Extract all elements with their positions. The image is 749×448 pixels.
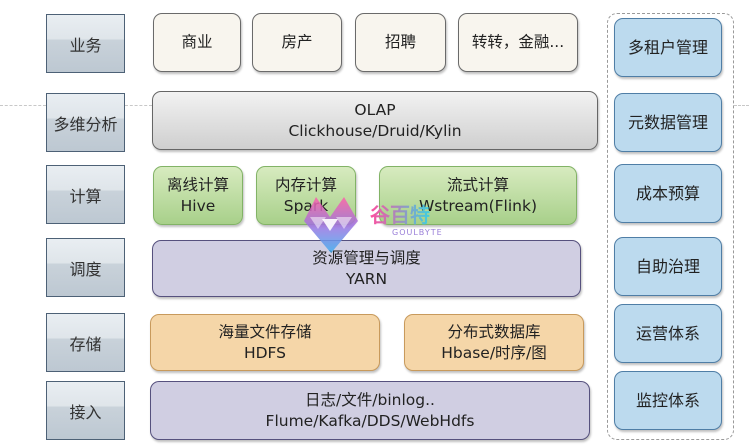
layer-label-storage: 存储	[46, 313, 125, 372]
compute-box-offline[interactable]: 离线计算 Hive	[153, 166, 243, 225]
storage-subtitle: HDFS	[243, 343, 287, 362]
business-box-commerce[interactable]: 商业	[153, 13, 241, 72]
side-text: 运营体系	[635, 324, 700, 343]
watermark-subtext: GOULBYTE	[392, 228, 443, 237]
olap-subtitle: Clickhouse/Druid/Kylin	[288, 121, 462, 140]
olap-box[interactable]: OLAP Clickhouse/Druid/Kylin	[152, 91, 598, 150]
layer-label-olap: 多维分析	[46, 93, 125, 152]
layer-label-schedule: 调度	[46, 238, 125, 297]
schedule-title: 资源管理与调度	[312, 248, 421, 267]
box-text: 房产	[281, 33, 313, 51]
business-box-finance[interactable]: 转转，金融...	[458, 13, 578, 72]
business-box-recruit[interactable]: 招聘	[355, 13, 446, 72]
schedule-subtitle: YARN	[345, 269, 388, 288]
storage-title: 海量文件存储	[218, 322, 312, 341]
box-text: 转转，金融...	[471, 33, 565, 51]
layer-label-business: 业务	[46, 14, 125, 73]
storage-box-hdfs[interactable]: 海量文件存储 HDFS	[150, 314, 380, 371]
divider-line-right	[734, 105, 749, 106]
side-text: 成本预算	[635, 184, 700, 203]
compute-title: 离线计算	[166, 175, 229, 194]
storage-title: 分布式数据库	[447, 322, 541, 341]
layer-label-text: 多维分析	[53, 114, 118, 134]
storage-subtitle: Hbase/时序/图	[441, 343, 547, 362]
side-box-operations[interactable]: 运营体系	[614, 304, 722, 363]
ingest-box[interactable]: 日志/文件/binlog.. Flume/Kafka/DDS/WebHdfs	[150, 381, 590, 440]
side-box-metadata[interactable]: 元数据管理	[614, 93, 722, 152]
side-box-cost[interactable]: 成本预算	[614, 164, 722, 223]
side-text: 元数据管理	[627, 113, 708, 132]
compute-box-memory[interactable]: 内存计算 Spark	[256, 166, 356, 225]
compute-subtitle: Spark	[283, 196, 329, 215]
side-text: 监控体系	[635, 391, 700, 410]
layer-label-text: 计算	[69, 186, 102, 206]
divider-line-mid	[125, 105, 152, 106]
ingest-title: 日志/文件/binlog..	[305, 390, 435, 409]
box-text: 招聘	[384, 33, 416, 51]
side-box-selfgov[interactable]: 自助治理	[614, 237, 722, 296]
side-box-multitenant[interactable]: 多租户管理	[614, 18, 722, 77]
divider-line-left	[0, 105, 46, 106]
box-text: 商业	[181, 33, 213, 51]
compute-subtitle: Hive	[180, 196, 216, 215]
layer-label-text: 存储	[69, 334, 102, 354]
schedule-box[interactable]: 资源管理与调度 YARN	[152, 240, 581, 297]
compute-title: 内存计算	[274, 175, 337, 194]
compute-title: 流式计算	[446, 175, 509, 194]
layer-label-text: 调度	[69, 259, 102, 279]
side-governance-group	[607, 13, 734, 440]
storage-box-database[interactable]: 分布式数据库 Hbase/时序/图	[404, 314, 584, 371]
business-box-realestate[interactable]: 房产	[252, 13, 342, 72]
layer-label-ingest: 接入	[46, 381, 125, 440]
side-box-monitoring[interactable]: 监控体系	[614, 371, 722, 430]
ingest-subtitle: Flume/Kafka/DDS/WebHdfs	[265, 411, 475, 430]
side-text: 自助治理	[635, 257, 700, 276]
olap-title: OLAP	[354, 100, 396, 119]
side-text: 多租户管理	[627, 38, 708, 57]
compute-subtitle: Wstream(Flink)	[418, 196, 538, 215]
layer-label-text: 接入	[69, 402, 102, 422]
layer-label-text: 业务	[69, 35, 102, 55]
layer-label-compute: 计算	[46, 165, 125, 224]
compute-box-stream[interactable]: 流式计算 Wstream(Flink)	[379, 166, 577, 225]
